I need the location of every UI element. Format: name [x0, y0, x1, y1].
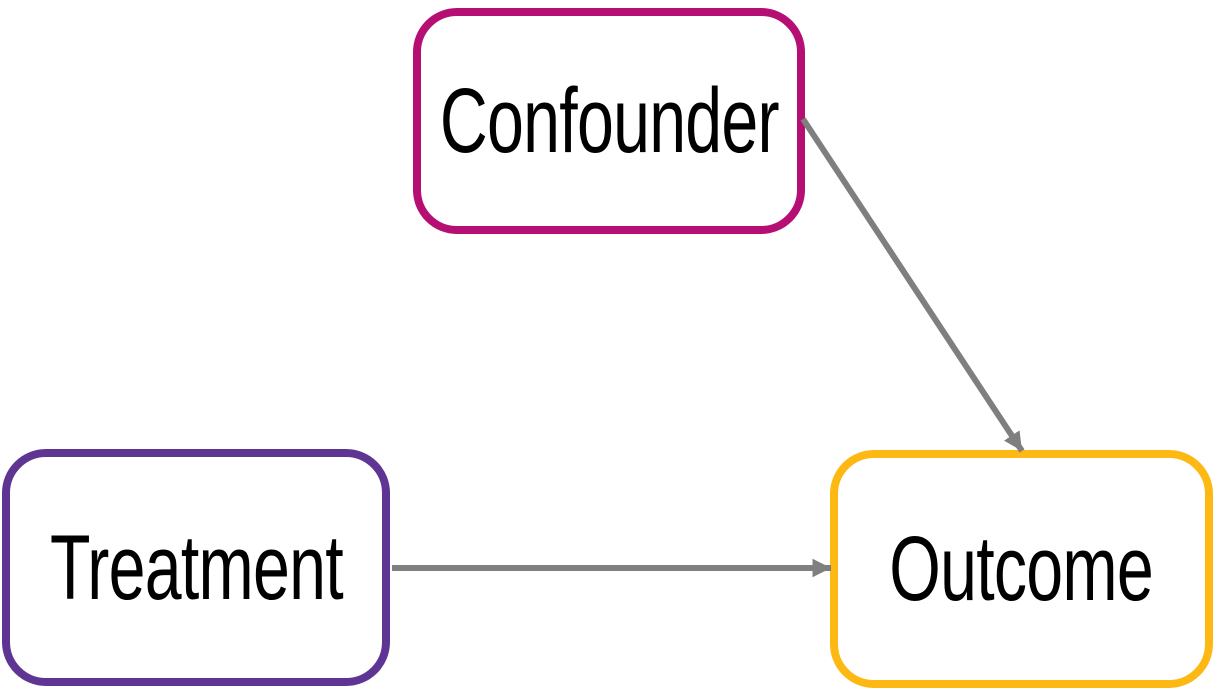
- node-treatment: Treatment: [2, 449, 390, 686]
- node-treatment-label: Treatment: [49, 516, 344, 619]
- node-confounder: Confounder: [413, 8, 805, 234]
- node-outcome-label: Outcome: [889, 518, 1154, 620]
- node-outcome: Outcome: [830, 450, 1213, 688]
- node-confounder-label: Confounder: [439, 70, 780, 172]
- edge-confounder-to-outcome-arrow: [800, 117, 1025, 453]
